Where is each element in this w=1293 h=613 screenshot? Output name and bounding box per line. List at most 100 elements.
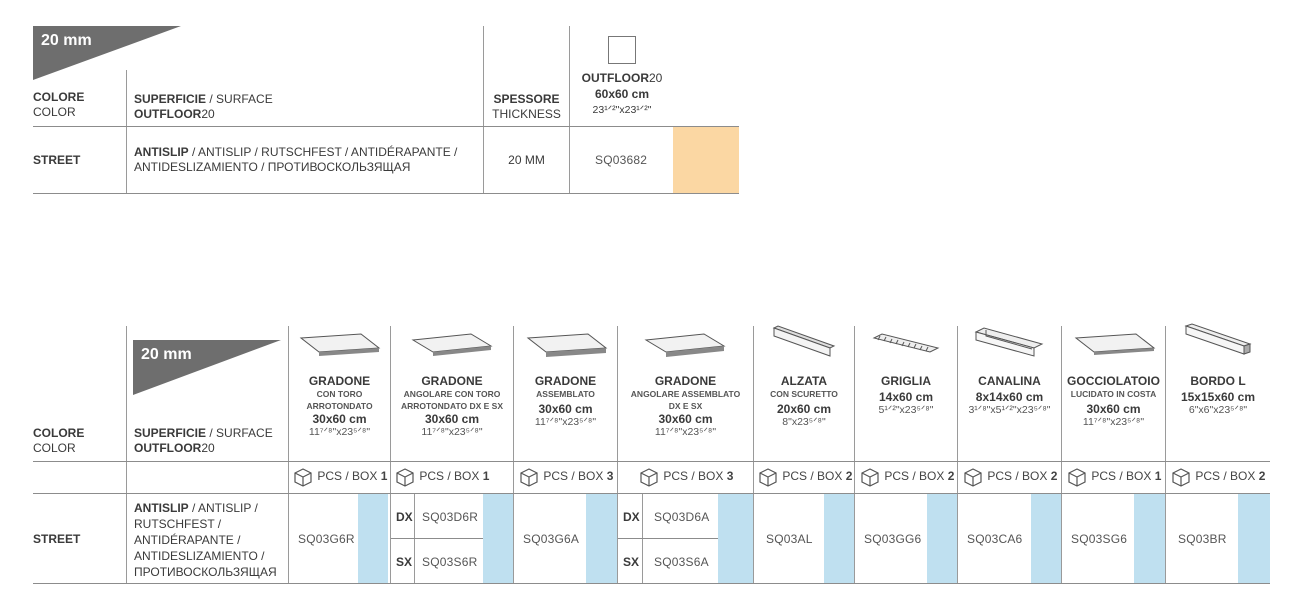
divider [617, 326, 618, 584]
surface-series: OUTFLOOR [134, 441, 202, 455]
product-size: 30x60 cm [538, 402, 593, 416]
surface-header-bold: SUPERFICIE [134, 92, 207, 106]
divider [288, 326, 289, 584]
color-swatch [483, 494, 513, 583]
divider [854, 326, 855, 584]
product-sub1: LUCIDATO IN COSTA [1070, 389, 1157, 399]
product-code: SQ03GG6 [864, 532, 922, 546]
divider [513, 326, 514, 584]
surface-bold: ANTISLIP [134, 145, 189, 159]
banner-label: 20 mm [141, 346, 192, 363]
product-name: OUTFLOOR [581, 71, 649, 85]
product-size-inch: 3¹ᐟ⁸"x5¹ᐟ²"x23⁵ᐟ⁸" [968, 404, 1051, 416]
box-icon [964, 468, 982, 487]
surface-line5: ПРОТИВОСКОЛЬЗЯЩАЯ [134, 565, 277, 579]
thickness-header-normal: THICKNESS [492, 107, 561, 121]
product-size-inch: 11⁷ᐟ⁸"x23⁵ᐟ⁸" [308, 426, 371, 438]
product-name: GRIGLIA [881, 374, 931, 388]
pcs-count: 1 [482, 469, 490, 484]
pcs-count: 3 [726, 469, 734, 484]
product-header: GRADONE ASSEMBLATO 30x60 cm 11⁷ᐟ⁸"x23⁵ᐟ⁸… [514, 374, 617, 428]
color-header-bold: COLORE [33, 90, 85, 104]
product-header: GRIGLIA 14x60 cm 5¹ᐟ²"x23⁵ᐟ⁸" [855, 374, 957, 416]
row-code: SQ03682 [595, 153, 648, 167]
product-size-inch: 11⁷ᐟ⁸"x23⁵ᐟ⁸" [421, 426, 483, 438]
surface-bold: ANTISLIP [134, 501, 189, 515]
row-divider [33, 461, 1270, 462]
thickness-header: SPESSORE THICKNESS [484, 92, 569, 122]
surface-rest: / ANTISLIP / [188, 501, 258, 515]
sx-label: SX [623, 555, 640, 569]
grille-icon [872, 333, 940, 353]
surface-line3: ANTIDÉRAPANTE / [134, 533, 241, 547]
product-header: GRADONE ANGOLARE ASSEMBLATO DX E SX 30x6… [618, 374, 753, 438]
surface-series-suffix: 20 [201, 107, 215, 121]
pcs-count: 2 [1258, 469, 1266, 484]
product-code-sx: SQ03S6R [422, 555, 478, 569]
color-swatch [718, 494, 753, 583]
box-icon [1172, 468, 1190, 487]
product-size-inch: 6"x6"x23⁵ᐟ⁸" [1188, 404, 1248, 416]
product-header: GRADONE CON TORO ARROTONDATO 30x60 cm 11… [289, 374, 390, 438]
assembled-step-icon [526, 333, 608, 357]
pcs-label: PCS / BOX [884, 469, 948, 484]
banner-shape [33, 26, 181, 80]
box-icon [294, 468, 312, 487]
color-header-normal: COLOR [33, 105, 76, 119]
channel-icon [974, 327, 1044, 357]
product-sub1: ANGOLARE ASSEMBLATO [630, 389, 741, 399]
product-size: 30x60 cm [1086, 402, 1141, 416]
pcs-label: PCS / BOX [543, 469, 607, 484]
color-swatch [824, 494, 854, 583]
pcs-label: PCS / BOX [419, 469, 483, 484]
surface-rest: / ANTISLIP / RUTSCHFEST / ANTIDÉRAPANTE … [188, 145, 458, 159]
row-divider [391, 538, 513, 539]
pcs-count: 3 [606, 469, 614, 484]
pcs-per-box: PCS / BOX 3 [518, 467, 616, 487]
product-code: SQ03BR [1178, 532, 1227, 546]
pcs-label: PCS / BOX [317, 469, 381, 484]
pcs-per-box: PCS / BOX 2 [1170, 467, 1270, 487]
product-code-sx: SQ03S6A [654, 555, 709, 569]
divider [390, 326, 391, 584]
product-size: 8x14x60 cm [975, 390, 1044, 404]
product-size: 30x60 cm [424, 412, 480, 426]
product-size-inch: 8"x23⁵ᐟ⁸" [782, 416, 826, 428]
product-header: BORDO L 15x15x60 cm 6"x6"x23⁵ᐟ⁸" [1166, 374, 1270, 416]
corner-assembled-step-icon [644, 333, 726, 357]
product-code: SQ03SG6 [1071, 532, 1128, 546]
product-size-inch: 23¹ᐟ²"x23¹ᐟ²" [592, 104, 652, 116]
pcs-count: 1 [380, 469, 388, 484]
box-icon [640, 468, 658, 487]
row-divider [618, 538, 753, 539]
thickness-banner: 20 mm [33, 26, 183, 80]
divider [1165, 326, 1166, 584]
divider [569, 26, 570, 194]
divider [642, 494, 643, 584]
box-icon [520, 468, 538, 487]
product-size: 14x60 cm [878, 390, 934, 404]
product-size-inch: 5¹ᐟ²"x23⁵ᐟ⁸" [878, 404, 934, 416]
pcs-label: PCS / BOX [663, 469, 727, 484]
product-header: OUTFLOOR20 60x60 cm 23¹ᐟ²"x23¹ᐟ²" [570, 70, 674, 118]
product-sub2: ARROTONDATO DX E SX [400, 401, 503, 411]
pcs-label: PCS / BOX [1195, 469, 1259, 484]
thickness-banner: 20 mm [133, 340, 283, 395]
row-surface: ANTISLIP / ANTISLIP / RUTSCHFEST / ANTID… [134, 500, 277, 580]
surface-header: SUPERFICIE / SURFACE OUTFLOOR20 [134, 426, 273, 456]
dx-label: DX [396, 510, 413, 524]
l-edge-icon [1184, 323, 1252, 355]
product-size: 15x15x60 cm [1180, 390, 1256, 404]
pcs-per-box: PCS / BOX 2 [962, 467, 1060, 487]
product-sub1: ANGOLARE CON TORO [403, 389, 501, 399]
product-size-inch: 11⁷ᐟ⁸"x23⁵ᐟ⁸" [534, 416, 597, 428]
tile-swatch-icon [608, 36, 636, 64]
product-header: GRADONE ANGOLARE CON TORO ARROTONDATO DX… [391, 374, 513, 438]
pcs-per-box: PCS / BOX 1 [1066, 467, 1164, 487]
sx-label: SX [396, 555, 413, 569]
product-name-suffix: 20 [648, 71, 663, 85]
banner-shape [133, 340, 281, 395]
divider [957, 326, 958, 584]
row-thickness: 20 MM [508, 153, 545, 167]
row-color: STREET [33, 153, 81, 167]
